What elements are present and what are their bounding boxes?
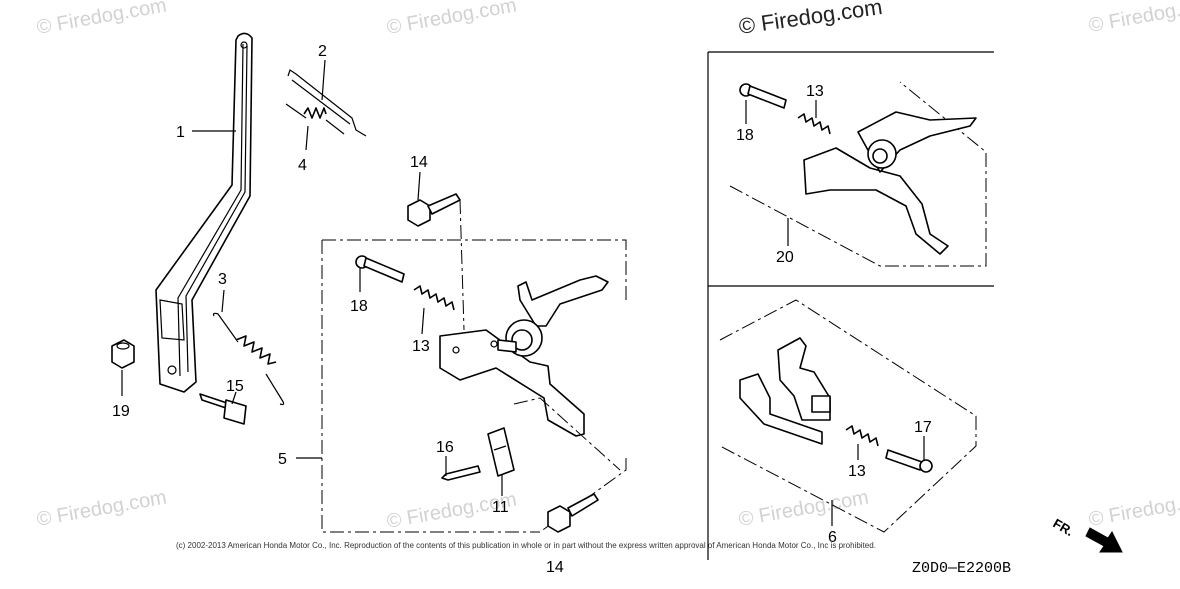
- front-direction-arrow-icon: [1085, 527, 1123, 553]
- watermark: © Firedog.com: [1087, 0, 1180, 37]
- callout-5: 5: [278, 451, 287, 468]
- spring-part-13-left: [413, 285, 455, 311]
- callout-4: 4: [298, 157, 307, 174]
- flange-bolt-upper: [407, 193, 465, 331]
- control-lever-part: [155, 32, 253, 393]
- callout-18-right: 18: [736, 127, 754, 144]
- bolt-part-18-right: [739, 83, 787, 109]
- callout-16: 16: [436, 439, 454, 456]
- bolt-part-18-left: [355, 255, 405, 283]
- watermark: © Firedog.com: [1087, 486, 1180, 530]
- callout-18-left: 18: [350, 298, 368, 315]
- watermark: © Firedog.com: [35, 0, 168, 39]
- screw-part-17: [885, 449, 933, 473]
- spring-part-13-right: [797, 113, 831, 135]
- callout-14-upper: 14: [410, 154, 428, 171]
- callout-3: 3: [218, 271, 227, 288]
- bolt-part-16: [441, 465, 481, 481]
- copyright-notice: (c) 2002-2013 American Honda Motor Co., …: [176, 541, 876, 550]
- flange-bolt-lower: [547, 493, 599, 533]
- callout-13-right: 13: [806, 83, 824, 100]
- watermark: © Firedog.com: [35, 486, 168, 530]
- callouts: 1 2 4 3 15 19 14 18 13 5 16 11 14 18 13 …: [112, 43, 932, 576]
- bracket-assembly-6: [739, 337, 831, 445]
- spring-part-4: [285, 103, 345, 135]
- throttle-rod-part: [287, 69, 367, 137]
- callout-15: 15: [226, 378, 244, 395]
- callout-11: 11: [492, 499, 509, 516]
- callout-19: 19: [112, 403, 130, 420]
- watermark: © Firedog.com: [737, 486, 870, 530]
- governor-arm-assembly-20: [803, 111, 977, 255]
- clip-part-11: [487, 427, 515, 477]
- leader-lines: [121, 59, 925, 496]
- nut-part: [111, 339, 135, 369]
- callout-14-lower: 14: [546, 559, 564, 576]
- callout-13-lower: 13: [848, 463, 866, 480]
- callout-6: 6: [828, 529, 837, 546]
- direction-label: FR.: [1051, 516, 1077, 539]
- callout-1: 1: [176, 124, 185, 141]
- callout-17: 17: [914, 419, 932, 436]
- callout-2: 2: [318, 43, 327, 60]
- callout-13-left: 13: [412, 338, 430, 355]
- watermark-main: © Firedog.com: [737, 0, 884, 39]
- spring-part-13-lower: [845, 425, 879, 447]
- callout-20: 20: [776, 249, 794, 266]
- watermark: © Firedog.com: [385, 0, 518, 39]
- governor-arm-assembly: [439, 275, 621, 471]
- governor-spring-part: [212, 312, 285, 406]
- diagram-code: Z0D0—E2200B: [912, 560, 1011, 577]
- right-panel-frame: [707, 51, 994, 560]
- assembly-6-frame: [719, 299, 977, 533]
- bolt-part-15: [199, 393, 247, 425]
